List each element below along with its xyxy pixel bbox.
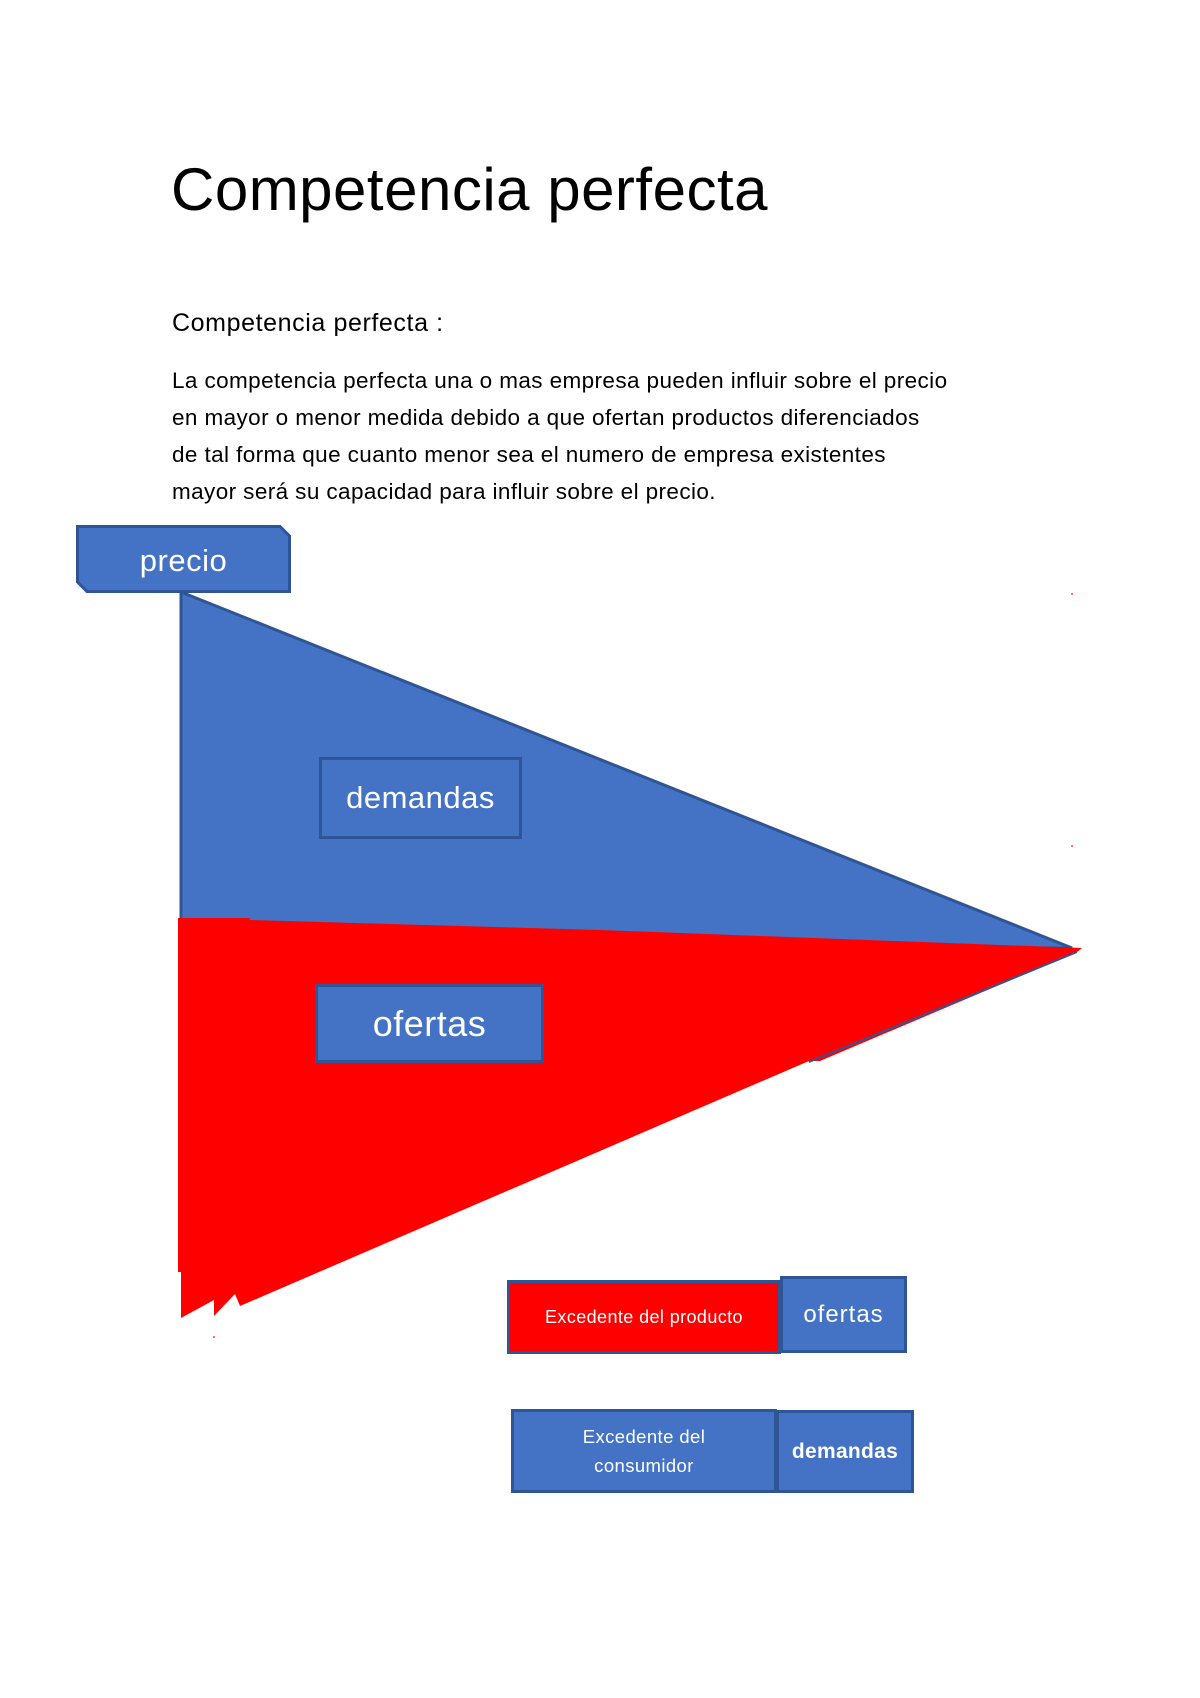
legend-consumer-line2: consumidor [594,1455,694,1476]
supply-edge [808,951,1078,1063]
demand-region-label: demandas [319,757,522,839]
supply-region-label: ofertas [315,984,544,1063]
body-line: mayor será su capacidad para influir sob… [172,479,716,504]
legend-consumer-surplus-swatch: Excedente del consumidor [511,1409,777,1493]
body-line: La competencia perfecta una o mas empres… [172,368,948,393]
legend-ofertas-label: ofertas [780,1276,907,1353]
supply-triangle [178,918,1082,1318]
body-paragraph: La competencia perfecta una o mas empres… [172,362,1072,510]
body-line: en mayor o menor medida debido a que ofe… [172,405,920,430]
stray-dot [1071,593,1073,595]
page-title: Competencia perfecta [171,156,768,223]
legend-producer-surplus-swatch: Excedente del producto [507,1280,781,1354]
price-axis-label: precio [76,525,291,593]
legend-consumer-line1: Excedente del [582,1426,706,1447]
legend-demandas-label: demandas [776,1410,914,1493]
stray-dot [1071,845,1073,847]
body-line: de tal forma que cuanto menor sea el num… [172,442,886,467]
demand-triangle [179,589,1073,950]
stray-dot [213,1336,215,1338]
price-axis-text: precio [139,543,228,578]
section-heading: Competencia perfecta : [172,309,444,337]
